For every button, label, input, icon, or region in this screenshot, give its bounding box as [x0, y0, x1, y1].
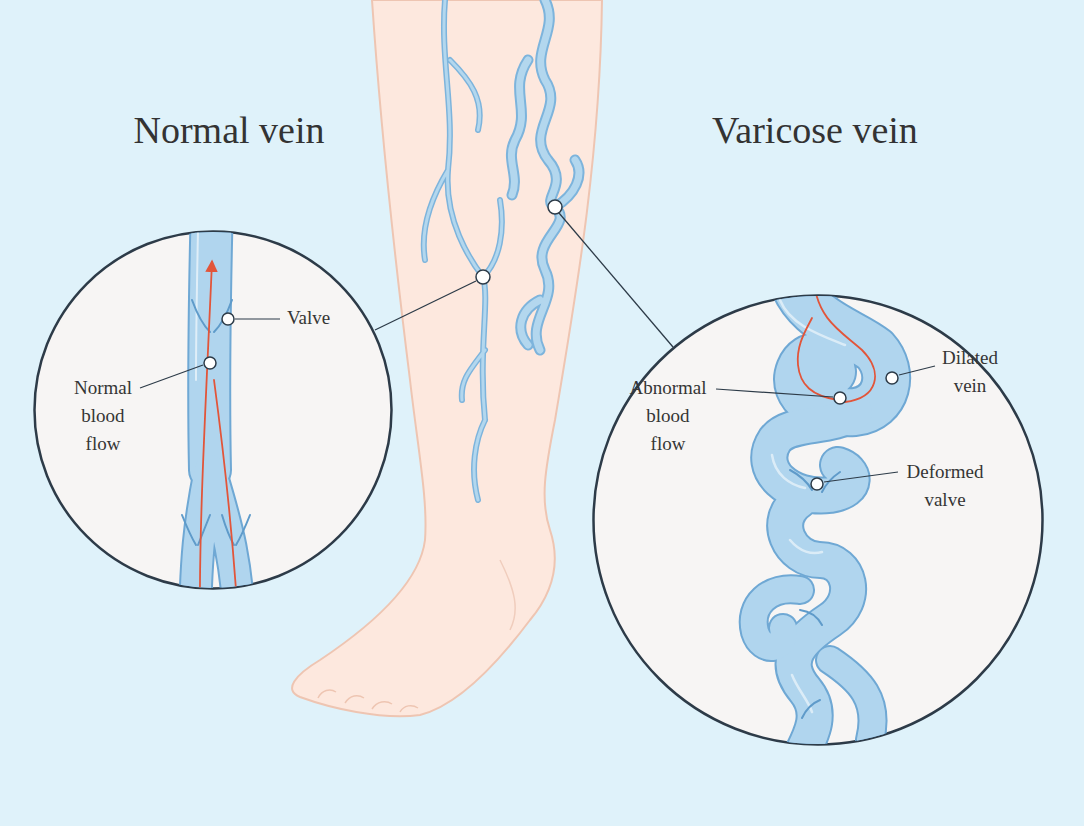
marker-dot	[834, 392, 846, 404]
leader-line	[559, 213, 673, 347]
vein-highlight	[772, 300, 845, 712]
ankle-line	[500, 560, 515, 630]
circle-heading: Normal vein	[133, 108, 324, 154]
leader-line	[235, 318, 280, 319]
blood-flow-line	[214, 380, 238, 620]
marker-dot	[476, 270, 490, 284]
callout-label: Deformed valve	[906, 458, 983, 514]
label-leaders-right	[716, 366, 935, 490]
marker-dot	[222, 313, 234, 325]
leader-line	[716, 389, 833, 397]
vein-outline	[424, 0, 502, 500]
leg-varicose-veins	[511, 0, 579, 350]
callout-label: Normal blood flow	[74, 374, 132, 458]
vein-fill	[424, 0, 502, 500]
callout-label: Dilated vein	[942, 344, 998, 400]
abnormal-flow-line	[798, 318, 838, 400]
leg-normal-veins	[424, 0, 502, 500]
vein-outline	[511, 0, 579, 350]
magnified-circle: Normal veinValveNormal blood flow	[33, 230, 393, 590]
vein-highlight	[196, 230, 198, 380]
marker-dot	[811, 478, 823, 490]
normal-vein-closeup	[182, 200, 250, 640]
valve	[182, 515, 250, 545]
callout-label: Abnormal blood flow	[629, 374, 706, 458]
circle-outline	[35, 232, 392, 589]
vein-lumen	[754, 589, 873, 740]
leg-skin	[292, 0, 602, 716]
leg	[292, 0, 602, 716]
varicose-vein-closeup	[754, 270, 886, 780]
marker-dot	[548, 200, 562, 214]
marker-dot	[204, 357, 216, 369]
zoom-dots	[476, 200, 562, 284]
deformed-valve	[790, 470, 840, 718]
blood-flow-arrow	[200, 262, 212, 620]
zoom-leaders	[375, 213, 673, 347]
vein-fill	[511, 0, 579, 350]
leader-line	[899, 366, 935, 375]
marker-dot	[886, 372, 898, 384]
label-leaders-left	[140, 313, 280, 388]
circle-outline	[594, 296, 1043, 745]
magnified-circle: Varicose veinAbnormal blood flowDilated …	[592, 294, 1044, 746]
leader-line	[140, 365, 203, 388]
leader-line	[824, 472, 898, 482]
toe-lines	[318, 690, 418, 712]
abnormal-flow-arrow	[814, 282, 875, 402]
circle-heading: Varicose vein	[712, 108, 918, 154]
leader-line	[375, 281, 476, 330]
callout-label: Valve	[287, 304, 330, 332]
